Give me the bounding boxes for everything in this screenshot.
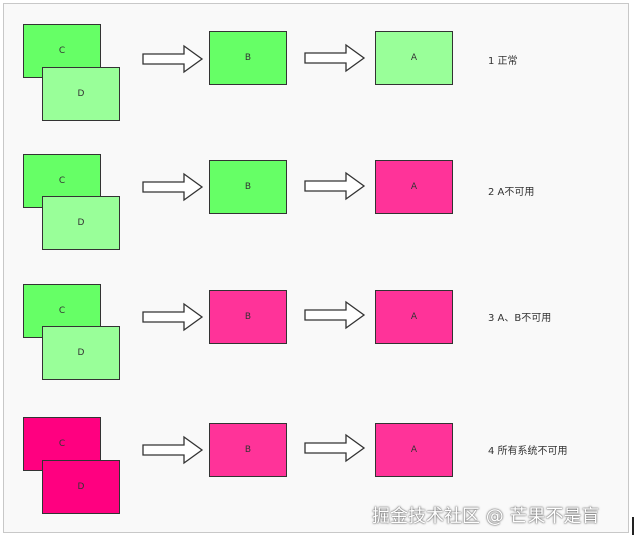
arrow-right-icon [142,435,204,465]
node-a: A [375,423,453,477]
arrow-right-icon [304,433,366,463]
node-a: A [375,290,453,344]
arrow-right-icon [304,43,366,73]
arrow-right-icon [304,171,366,201]
row-status-label: 1 正常 [488,56,518,67]
arrow-right-icon [142,44,204,74]
node-d: D [42,67,120,121]
arrow-right-icon [142,302,204,332]
node-d: D [42,460,120,514]
node-d: D [42,196,120,250]
node-a: A [375,31,453,85]
watermark: 掘金技术社区 @ 芒果不是盲 [372,506,600,527]
row-status-label: 2 A不可用 [488,187,535,198]
row-status-label: 3 A、B不可用 [488,313,552,324]
node-d: D [42,326,120,380]
node-b: B [209,423,287,477]
node-a: A [375,160,453,214]
cursor-bar [632,517,634,535]
node-b: B [209,290,287,344]
arrow-right-icon [304,300,366,330]
diagram-canvas: C D B A 1 正常 C D B A 2 A不可用 C D B A 3 A、… [3,3,629,533]
arrow-right-icon [142,172,204,202]
node-b: B [209,160,287,214]
row-status-label: 4 所有系统不可用 [488,446,568,457]
node-b: B [209,31,287,85]
